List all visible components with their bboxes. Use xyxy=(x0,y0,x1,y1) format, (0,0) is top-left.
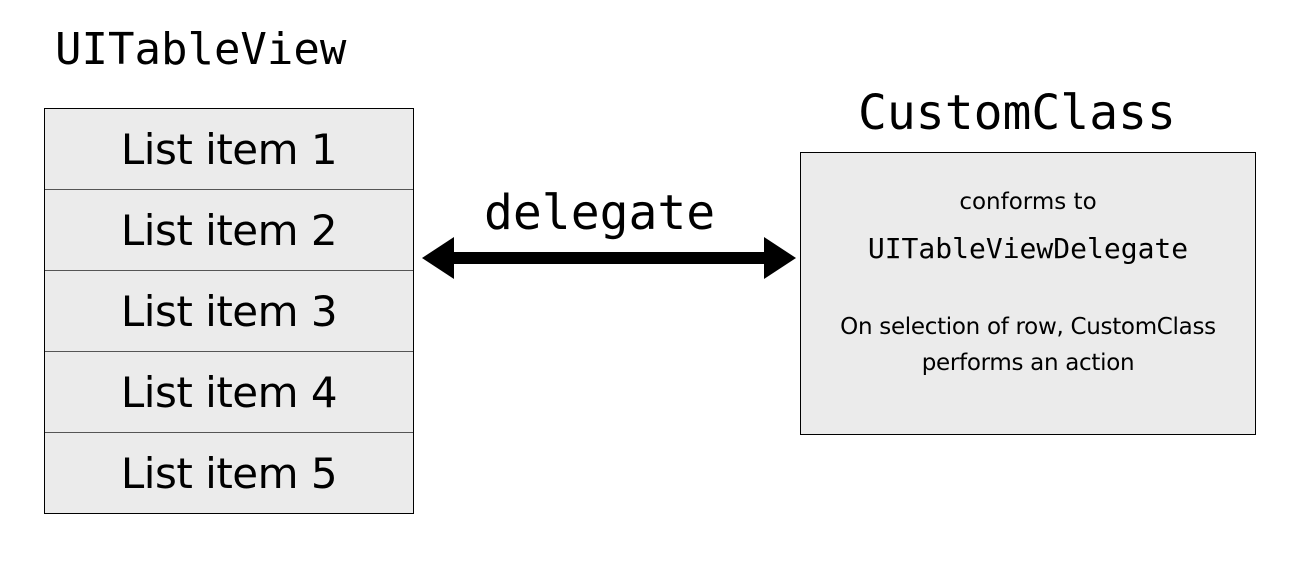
list-item-3: List item 3 xyxy=(45,271,413,352)
conforms-to-text: conforms to xyxy=(959,189,1097,215)
table-view-box: List item 1 List item 2 List item 3 List… xyxy=(44,108,414,514)
action-description: On selection of row, CustomClass perform… xyxy=(840,314,1216,376)
list-item-5: List item 5 xyxy=(120,448,338,498)
custom-class-title: CustomClass xyxy=(858,85,1176,141)
list-item-2: List item 2 xyxy=(45,190,413,271)
custom-class-box: conforms to UITableViewDelegate On selec… xyxy=(800,152,1256,435)
list-item-4: List item 4 xyxy=(45,352,413,433)
delegate-label: delegate xyxy=(484,185,716,241)
protocol-name: UITableViewDelegate xyxy=(867,232,1189,265)
arrow-head-right xyxy=(764,237,796,279)
delegate-double-arrow xyxy=(422,237,796,279)
table-view-title: UITableView xyxy=(55,24,347,75)
arrow-head-left xyxy=(422,237,454,279)
list-item-1: List item 1 xyxy=(45,109,413,190)
